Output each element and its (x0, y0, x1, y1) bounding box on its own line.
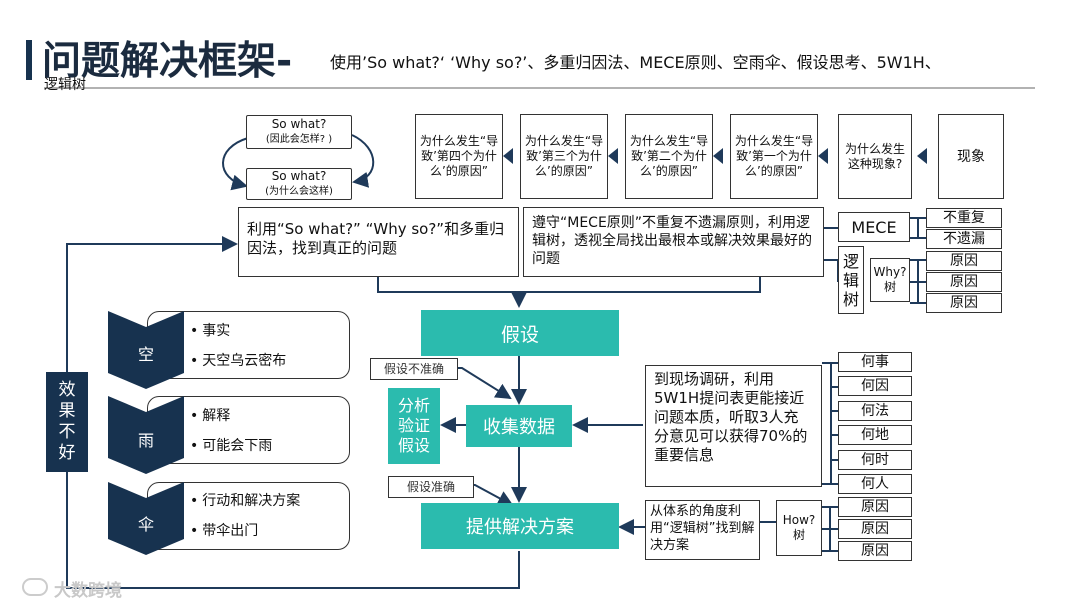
why-box-3: 为什么发生“导致’第三个为什么’的原因” (520, 114, 608, 199)
how-cause-box: 原因 (838, 497, 912, 517)
collect-data-box: 收集数据 (466, 405, 572, 447)
cause-box: 原因 (926, 251, 1002, 271)
how-tree-label: How?树 (776, 500, 822, 556)
hypothesis-box: 假设 (421, 310, 619, 356)
five-w-one-h-box: 到现场调研，利用5W1H提问表更能接近问题本质，听取3人充分意见可以获得70%的… (645, 365, 822, 487)
w5h1-item: 何人 (838, 474, 912, 494)
umbrella-label: 伞 (137, 515, 154, 534)
umbrella-item: 带伞出门 (190, 522, 258, 540)
why-tree-label: Why?树 (870, 258, 910, 302)
sky-item: 天空乌云密布 (190, 352, 286, 370)
w5h1-item: 何地 (838, 425, 912, 445)
page-title: 问题解决框架- (42, 39, 293, 84)
sky-label: 空 (137, 345, 154, 364)
page-subtitle-line2: 逻辑树 (44, 77, 86, 93)
mece-no-overlap: 不重复 (926, 208, 1002, 228)
rain-label: 雨 (137, 431, 154, 450)
how-tree-text-box: 从体系的角度利用“逻辑树”找到解决方案 (645, 500, 760, 560)
so-what-label: So what? (271, 117, 327, 131)
umbrella-item: 行动和解决方案 (190, 492, 300, 510)
so-what-box-2: So what? (为什么会这样) (246, 168, 352, 200)
title-accent-bar (26, 40, 32, 80)
how-cause-box: 原因 (838, 541, 912, 561)
hypothesis-accurate-label: 假设准确 (388, 476, 474, 498)
w5h1-item: 何事 (838, 352, 912, 372)
sky-item: 事实 (190, 322, 230, 340)
why-box-1: 为什么发生“导致’第一个为什么’的原因” (730, 114, 818, 199)
mece-principle-box: 遵守“MECE原则”不重复不遗漏原则，利用逻辑树，透视全局找出最根本或解决效果最… (523, 207, 824, 277)
watermark: 大数跨境 (54, 581, 122, 601)
cause-box: 原因 (926, 272, 1002, 292)
how-cause-box: 原因 (838, 519, 912, 539)
mece-no-omission: 不遗漏 (926, 229, 1002, 249)
ineffective-feedback-box: 效果不好 (46, 372, 88, 472)
solution-box: 提供解决方案 (421, 503, 619, 549)
w5h1-item: 何因 (838, 376, 912, 396)
why-box-4: 为什么发生“导致’第四个为什么’的原因” (415, 114, 503, 199)
logic-tree-label: 逻辑树 (838, 246, 864, 314)
why-box-2: 为什么发生“导致’第二个为什么’的原因” (625, 114, 713, 199)
so-what-sub: (为什么会这样) (265, 186, 333, 197)
cause-box: 原因 (926, 293, 1002, 313)
page-subtitle: 使用’So what?‘ ‘Why so?’、多重归因法、MECE原则、空雨伞、… (330, 53, 941, 72)
rain-item: 可能会下雨 (190, 437, 272, 455)
why-box-0: 为什么发生这种现象? (838, 114, 912, 199)
so-what-label: So what? (271, 169, 327, 183)
hypothesis-inaccurate-label: 假设不准确 (370, 358, 458, 380)
phenomenon-box: 现象 (938, 114, 1004, 199)
mece-label: MECE (838, 212, 910, 242)
w5h1-item: 何法 (838, 401, 912, 421)
verify-hypothesis-box: 分析验证假设 (388, 388, 440, 464)
watermark-logo-icon (22, 578, 48, 596)
so-what-sub: (因此会怎样? ) (265, 134, 333, 145)
so-what-box-1: So what? (因此会怎样? ) (246, 115, 352, 149)
so-what-why-so-box: 利用“So what?” “Why so?”和多重归因法，找到真正的问题 (238, 207, 519, 277)
kyu-chevrons (108, 311, 184, 555)
w5h1-item: 何时 (838, 450, 912, 470)
rain-item: 解释 (190, 407, 230, 425)
